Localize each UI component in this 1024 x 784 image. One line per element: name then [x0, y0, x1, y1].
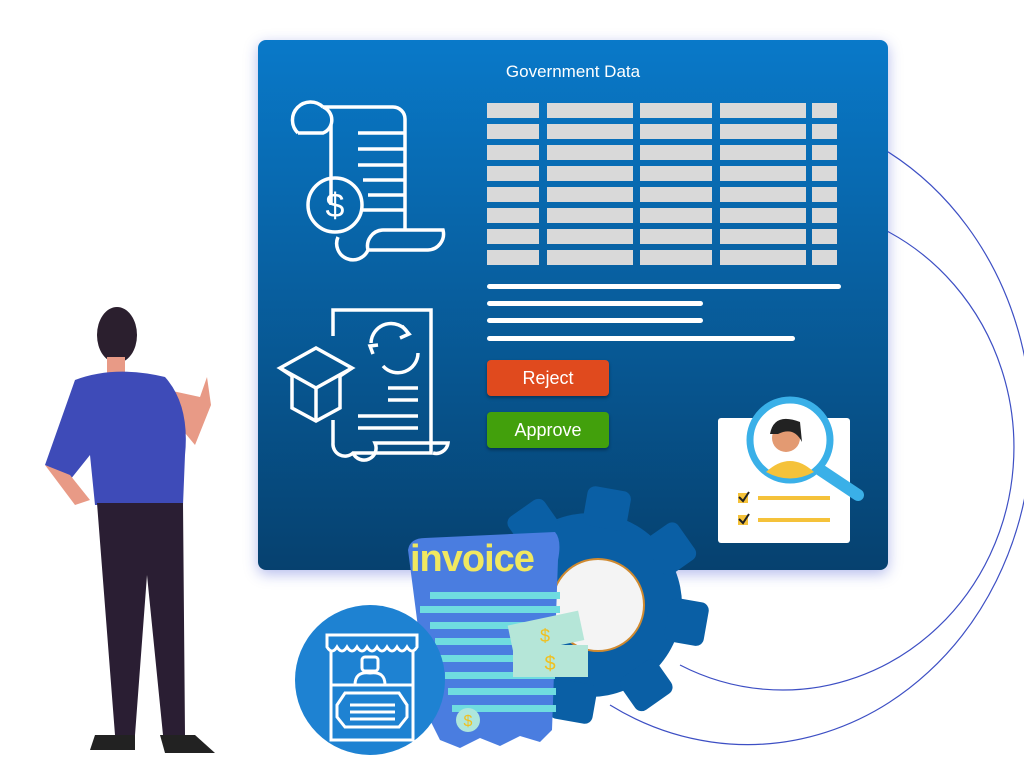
table-cell: [640, 145, 712, 160]
table-cell: [487, 145, 539, 160]
table-cell: [720, 124, 806, 139]
receipt-dollar-icon: $: [290, 100, 446, 262]
table-cell: [720, 103, 806, 118]
reject-button[interactable]: Reject: [487, 360, 609, 396]
svg-text:$: $: [464, 713, 473, 730]
person-illustration: [45, 307, 215, 753]
invoice-label: invoice: [410, 538, 535, 580]
table-cell: [547, 145, 633, 160]
profile-search-icon: [738, 396, 864, 525]
table-cell: [640, 208, 712, 223]
table-cell: [812, 229, 837, 244]
invoice-icon: $: [408, 532, 560, 748]
table-cell: [640, 124, 712, 139]
table-cell: [487, 208, 539, 223]
gear-tooth: [549, 679, 597, 724]
data-table: [258, 40, 888, 570]
package-refresh-document-icon: [276, 308, 451, 462]
table-cell: [720, 250, 806, 265]
text-line: [487, 301, 703, 306]
table-cell: [547, 229, 633, 244]
table-cell: [720, 208, 806, 223]
svg-text:$: $: [540, 626, 550, 646]
table-cell: [487, 124, 539, 139]
table-cell: [812, 166, 837, 181]
table-cell: [812, 187, 837, 202]
table-cell: [547, 250, 633, 265]
gear-tooth: [644, 522, 697, 576]
table-cell: [812, 250, 837, 265]
table-cell: [547, 103, 633, 118]
money-icon: $ $: [507, 610, 588, 677]
panel-title: Government Data: [505, 62, 641, 81]
text-line: [487, 336, 795, 341]
gear-tooth: [664, 598, 709, 646]
table-cell: [487, 229, 539, 244]
table-cell: [720, 187, 806, 202]
table-cell: [812, 124, 837, 139]
table-cell: [720, 229, 806, 244]
table-cell: [720, 166, 806, 181]
gear-tooth: [619, 659, 673, 712]
table-cell: [547, 124, 633, 139]
table-cell: [640, 229, 712, 244]
table-cell: [487, 103, 539, 118]
table-cell: [812, 145, 837, 160]
table-cell: [487, 250, 539, 265]
market-stall-icon: [295, 605, 445, 755]
table-cell: [812, 103, 837, 118]
table-cell: [640, 166, 712, 181]
table-cell: [640, 187, 712, 202]
table-cell: [547, 208, 633, 223]
table-cell: [487, 187, 539, 202]
table-cell: [547, 187, 633, 202]
table-cell: [547, 166, 633, 181]
svg-text:$: $: [544, 653, 555, 675]
approve-button[interactable]: Approve: [487, 412, 609, 448]
table-cell: [640, 250, 712, 265]
table-cell: [487, 166, 539, 181]
gear-tooth: [583, 486, 631, 531]
svg-text:$: $: [326, 187, 345, 225]
table-cell: [640, 103, 712, 118]
table-cell: [720, 145, 806, 160]
government-data-panel: Government Data $ Reject Approve: [258, 40, 888, 570]
text-line: [487, 318, 703, 323]
table-cell: [812, 208, 837, 223]
text-line: [487, 284, 841, 289]
